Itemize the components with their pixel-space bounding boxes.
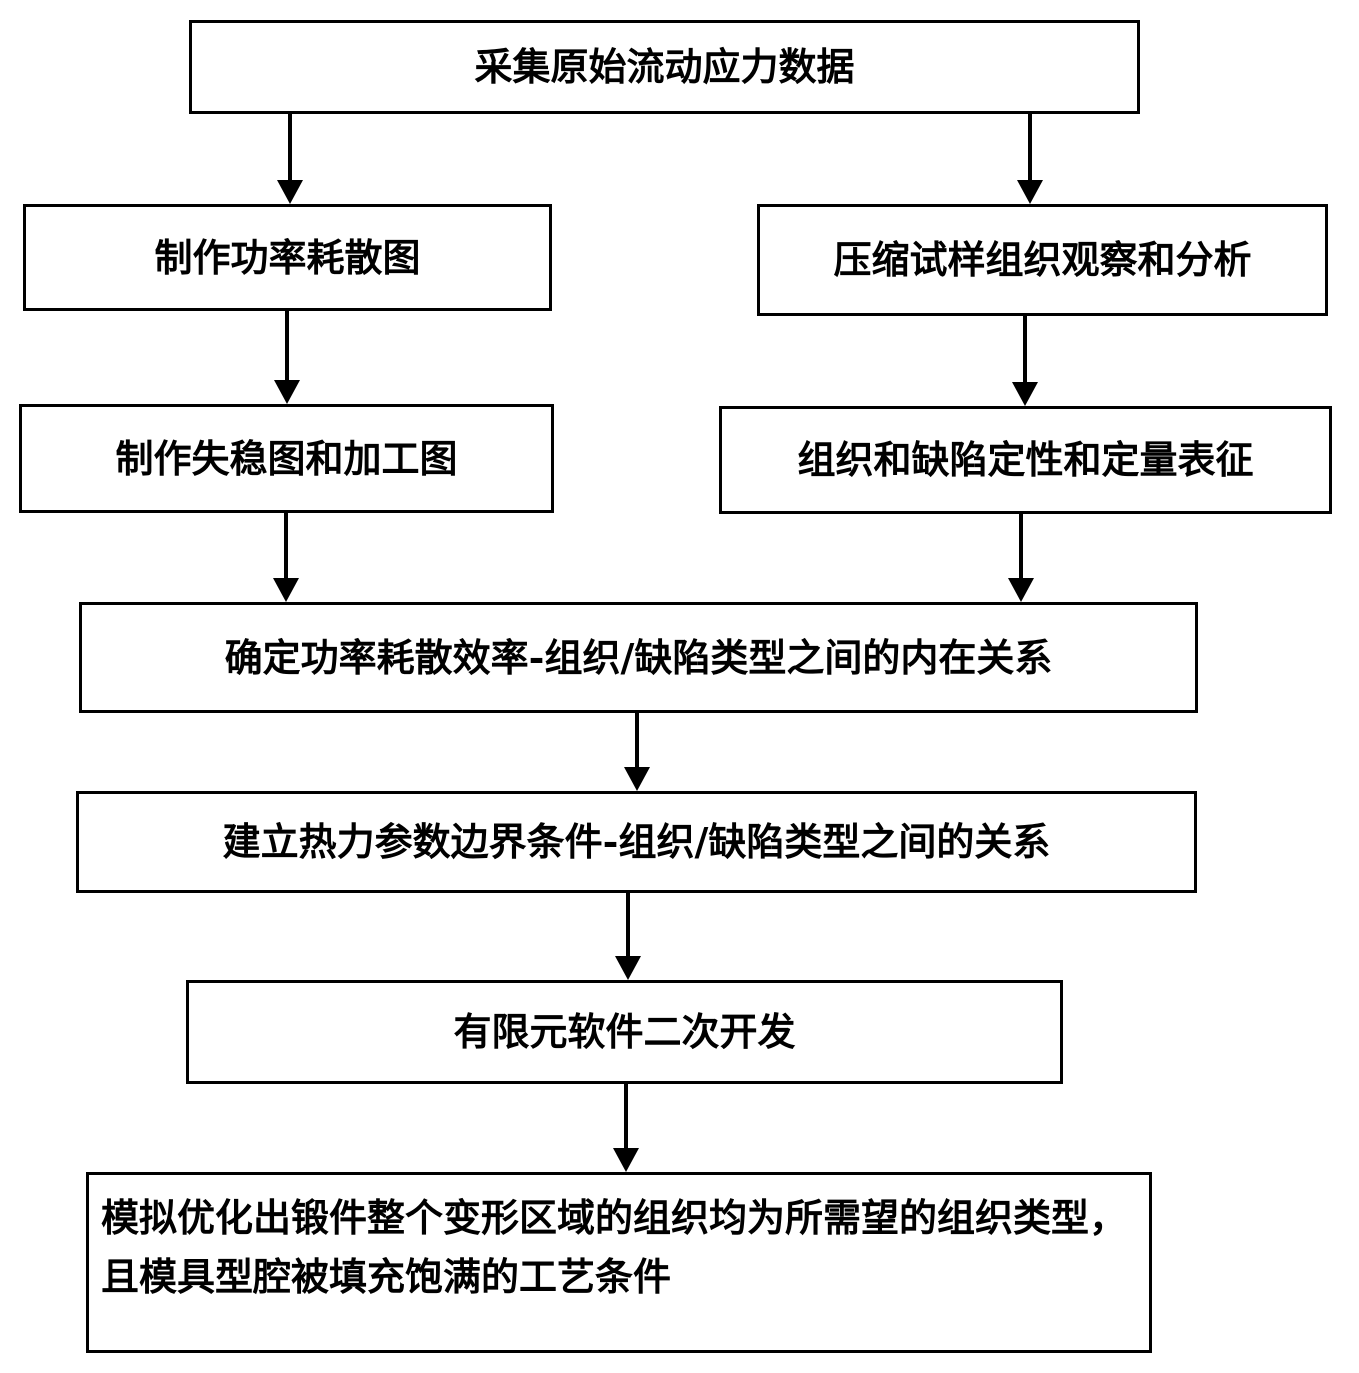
arrow-collect-to-power-map [277, 114, 303, 204]
step-power-map-label: 制作功率耗散图 [154, 234, 421, 280]
step-fem-dev-label: 有限元软件二次开发 [453, 1009, 796, 1055]
arrow-instability-map-to-intrinsic-relation [273, 513, 299, 602]
step-boundary-condition-relationship: 建立热力参数边界条件-组织/缺陷类型之间的关系 [76, 791, 1197, 893]
step-characterize-label: 组织和缺陷定性和定量表征 [797, 437, 1254, 483]
arrow-power-map-to-instability-map [274, 311, 300, 404]
step-instability-map-label: 制作失稳图和加工图 [115, 435, 458, 481]
arrow-boundary-relation-to-fem-development [615, 893, 641, 980]
step-instability-and-processing-map: 制作失稳图和加工图 [19, 404, 554, 513]
step-collect-label: 采集原始流动应力数据 [474, 44, 855, 90]
step-intrinsic-relationship: 确定功率耗散效率-组织/缺陷类型之间的内在关系 [79, 602, 1198, 713]
step-compress-obs-label: 压缩试样组织观察和分析 [833, 237, 1252, 283]
step-relation-boundary-label: 建立热力参数边界条件-组织/缺陷类型之间的关系 [222, 819, 1051, 865]
step-relation-intrinsic-label: 确定功率耗散效率-组织/缺陷类型之间的内在关系 [224, 634, 1053, 680]
step-compression-sample-observation: 压缩试样组织观察和分析 [757, 204, 1328, 316]
step-power-dissipation-map: 制作功率耗散图 [23, 204, 552, 311]
step-optimize-label: 模拟优化出锻件整个变形区域的组织均为所需望的组织类型，且模具型腔被填充饱满的工艺… [101, 1195, 1128, 1299]
arrow-fem-development-to-optimize [613, 1084, 639, 1172]
arrow-collect-to-compress-observation [1017, 114, 1043, 204]
arrow-intrinsic-to-boundary-relation [624, 713, 650, 791]
step-fem-secondary-development: 有限元软件二次开发 [186, 980, 1063, 1084]
step-simulate-optimize-process: 模拟优化出锻件整个变形区域的组织均为所需望的组织类型，且模具型腔被填充饱满的工艺… [86, 1172, 1152, 1353]
arrow-characterize-to-intrinsic-relation [1008, 514, 1034, 602]
step-collect-flow-stress-data: 采集原始流动应力数据 [189, 20, 1140, 114]
step-microstructure-defect-characterization: 组织和缺陷定性和定量表征 [719, 406, 1332, 514]
arrow-compress-observation-to-characterize [1012, 316, 1038, 406]
